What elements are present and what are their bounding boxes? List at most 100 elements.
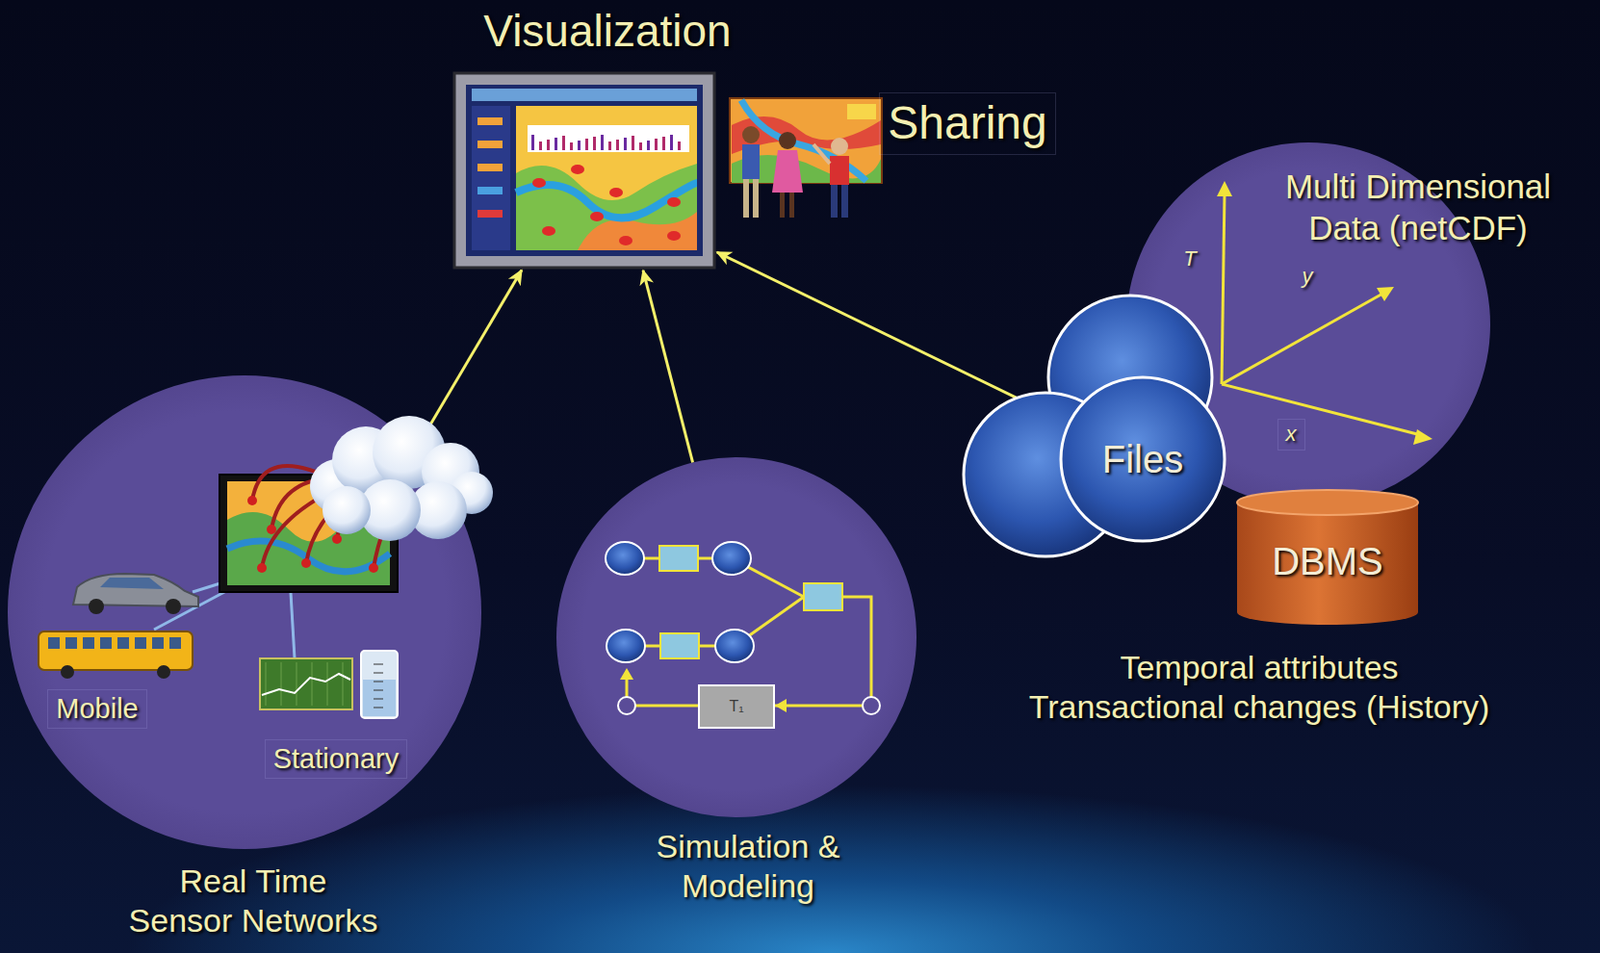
chart-bar [639, 142, 643, 151]
cylinder-top [1237, 490, 1419, 516]
flow-line [774, 704, 872, 708]
flow-line [626, 673, 699, 706]
chart-grid [281, 662, 283, 706]
gauge-tick [373, 690, 384, 692]
flow-line [823, 596, 872, 706]
chart-bar [654, 138, 658, 151]
chart-bar [585, 138, 589, 151]
chart-grid [311, 662, 313, 706]
chart-bar [531, 134, 535, 151]
people [742, 126, 850, 218]
node-text: Files [1084, 436, 1201, 484]
gauge-tick [373, 698, 384, 700]
stationary-label: Stationary [264, 739, 409, 779]
map-dot [590, 211, 604, 222]
side-panel [471, 105, 511, 251]
simulation-circle: Simulation & Modeling [556, 457, 917, 818]
chart-bar [546, 139, 550, 151]
chart-bar [569, 142, 573, 151]
sensor-dot [247, 495, 258, 506]
map-dot [619, 235, 633, 246]
chart-grid [342, 662, 344, 706]
visualization-screen-outline [454, 73, 715, 268]
axis-label: T [1183, 246, 1196, 273]
screen-face [465, 84, 703, 257]
sensor-circle-outline [7, 375, 482, 850]
chart-bar [577, 140, 581, 151]
map [227, 481, 390, 586]
sensor-dot [301, 558, 311, 568]
node-text: Visualization [414, 3, 800, 58]
sharing-label: Sharing [878, 92, 1056, 155]
region-circle [7, 375, 482, 850]
chart-grid [327, 662, 329, 706]
sensor-dot [332, 534, 342, 544]
chart-bar [662, 136, 666, 151]
t-axis [1221, 192, 1225, 385]
outline-group [556, 457, 917, 818]
flow-node [712, 541, 751, 575]
temporal-note: Temporal attributes Transactional change… [960, 647, 1558, 728]
map-dot [609, 187, 623, 198]
chart-bar [554, 137, 558, 151]
files-discs: Files [963, 295, 1230, 561]
chart-trace [261, 673, 351, 696]
node-text: Real Time Sensor Networks [60, 861, 446, 942]
panel-button [477, 186, 503, 195]
chart-recorder [259, 658, 353, 710]
axis-head [1216, 180, 1233, 197]
sensor-dot [266, 524, 277, 535]
chart-bar [623, 137, 627, 151]
flow-terminal [618, 696, 636, 715]
gauge-tick [373, 707, 384, 709]
bus-window [169, 637, 181, 649]
axis-label: y [1302, 263, 1314, 290]
sensor-circle: Real Time Sensor Networks [7, 375, 482, 850]
flow-node [606, 629, 646, 663]
chart-strip [527, 125, 690, 153]
title-bar [471, 88, 697, 102]
bus-wheel [60, 665, 75, 679]
flow-node [715, 629, 754, 663]
bus-body [38, 631, 193, 671]
panel-button [477, 209, 503, 218]
sharing-board [729, 98, 882, 183]
chart-bar [562, 135, 566, 151]
region-circle [556, 457, 917, 818]
panel-button [477, 163, 503, 172]
flow-arrow [774, 698, 787, 713]
panel-button [477, 140, 503, 149]
car-wheel [88, 598, 104, 615]
gauge-tick [373, 664, 384, 666]
chart-bar [608, 141, 612, 151]
bus-window [152, 637, 164, 649]
bus-window [82, 637, 95, 649]
bus-wheel [156, 665, 171, 679]
chart-bar [646, 140, 650, 151]
map-dot [570, 164, 585, 175]
files-discs-outline [963, 295, 1230, 561]
bus-window [117, 637, 130, 649]
file-disc [1060, 377, 1225, 542]
flow-terminal [862, 696, 880, 715]
chart-bar [670, 134, 673, 151]
map-land [516, 163, 697, 251]
mobile-label: Mobile [47, 689, 147, 729]
dbms-cylinder: DBMS [1237, 486, 1419, 627]
node-text: Multi Dimensional Data (netCDF) [1254, 166, 1582, 249]
bus-window [65, 637, 78, 649]
link-line [290, 593, 295, 659]
flow-box [660, 633, 699, 659]
axis-label: x [1277, 418, 1306, 451]
flow-box [803, 583, 843, 611]
gauge-tick [373, 672, 384, 674]
outline-group [7, 375, 493, 850]
screen-bezel [454, 73, 715, 268]
chart-bar [593, 136, 596, 151]
sensor-dot [257, 563, 267, 573]
axis-head [1376, 286, 1394, 302]
map-dot [667, 231, 681, 241]
x-axis [1221, 384, 1421, 436]
flow-arrow [415, 270, 522, 450]
map-dot [532, 178, 546, 188]
